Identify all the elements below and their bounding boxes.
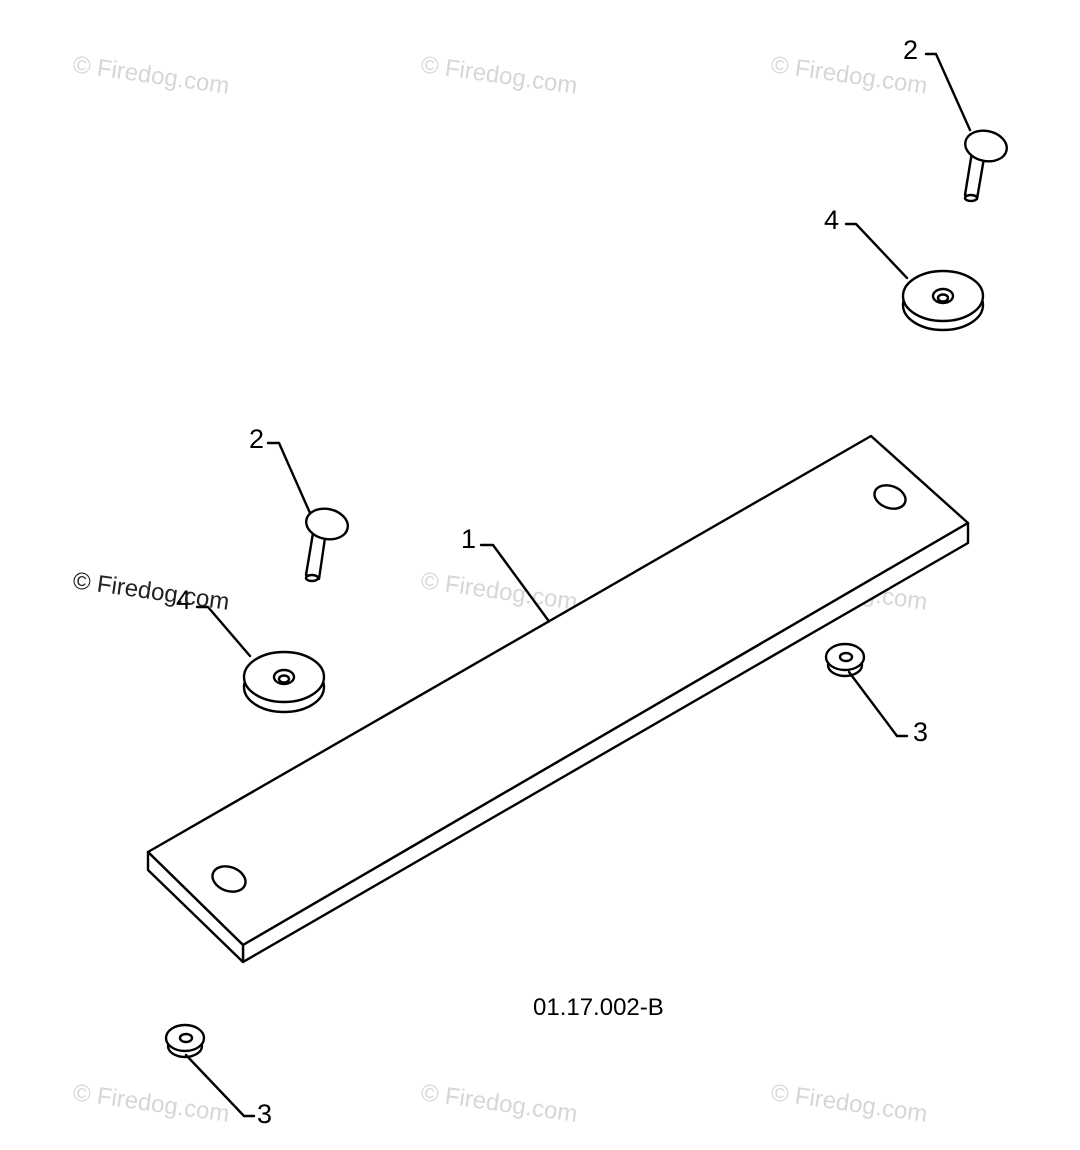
washer-part [901, 269, 985, 332]
bar-hole [873, 484, 907, 510]
callout-rivet-mid: 2 [249, 424, 264, 454]
leader-line [479, 543, 550, 622]
watermark: © Firedog.com [419, 1079, 579, 1128]
diagram-code: 01.17.002-B [533, 994, 664, 1021]
leader-lines [184, 52, 972, 1118]
bar-part [146, 434, 970, 964]
leader-line [924, 52, 972, 132]
watermark: © Firedog.com [419, 567, 579, 616]
nut-part [824, 642, 866, 678]
callouts: 1 2 2 4 4 3 3 [176, 35, 928, 1129]
callout-nut-bottom: 3 [257, 1099, 272, 1129]
leader-line [266, 441, 312, 515]
watermark: © Firedog.com [71, 51, 231, 100]
watermark: © Firedog.com [71, 1079, 231, 1128]
rivet-part [963, 129, 1008, 203]
rivet-part [304, 507, 349, 583]
watermark: © Firedog.com [769, 1079, 929, 1128]
leader-line [847, 670, 909, 738]
callout-nut-right: 3 [913, 717, 928, 747]
callout-rivet-top: 2 [903, 35, 918, 65]
watermark: © Firedog.com [419, 51, 579, 100]
bar-hole [211, 865, 247, 893]
callout-bar: 1 [461, 524, 476, 554]
leader-line [844, 222, 909, 280]
nut-part [164, 1023, 206, 1059]
callout-washer-top: 4 [824, 205, 839, 235]
callout-washer-left: 4 [176, 585, 191, 615]
leader-line [184, 1053, 256, 1118]
leader-line [195, 605, 252, 658]
washer-part [242, 650, 326, 714]
watermark: © Firedog.com [71, 567, 231, 616]
